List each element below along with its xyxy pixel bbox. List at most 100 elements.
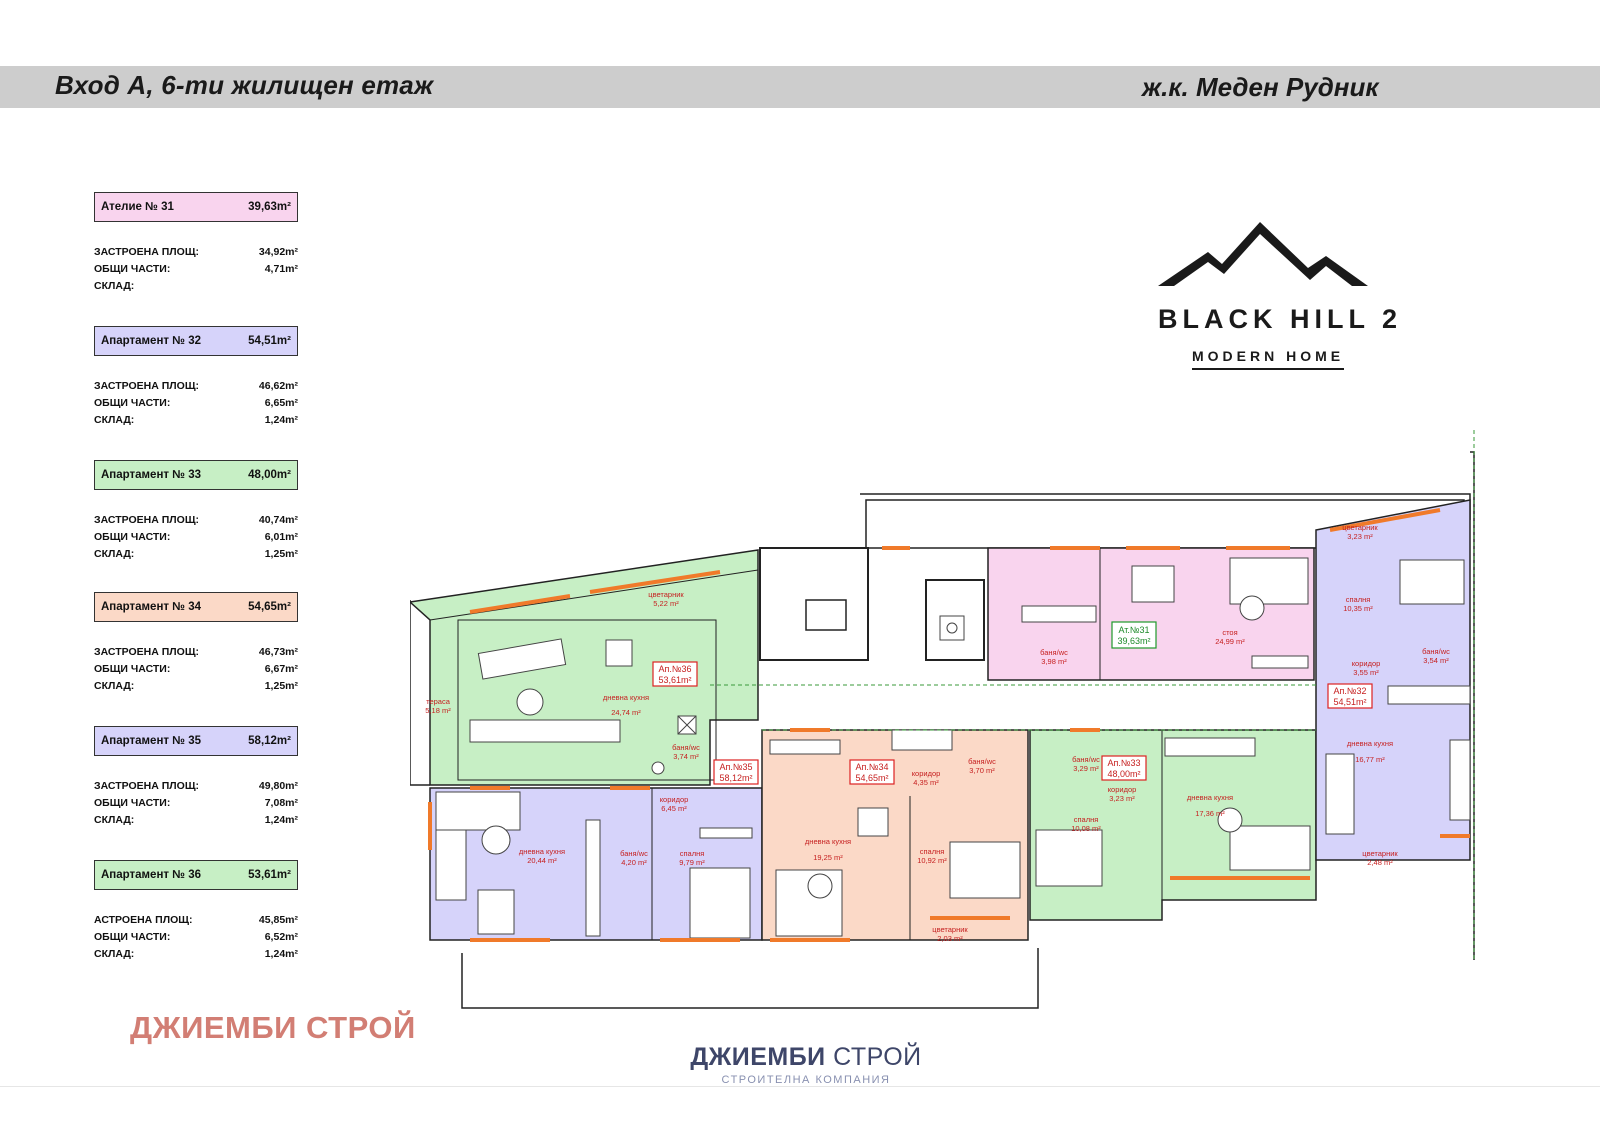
detail-label: СКЛАД: bbox=[94, 548, 135, 560]
svg-text:6,45 m²: 6,45 m² bbox=[661, 804, 687, 813]
label-at31: Ат.№31 39,63m² bbox=[1111, 621, 1157, 649]
svg-text:тераса: тераса bbox=[426, 697, 451, 706]
unit-detail-row: ОБЩИ ЧАСТИ:7,08m² bbox=[94, 795, 298, 812]
svg-text:3,23 m²: 3,23 m² bbox=[1347, 532, 1373, 541]
svg-text:48,00m²: 48,00m² bbox=[1107, 769, 1140, 779]
svg-text:5,18 m²: 5,18 m² bbox=[425, 706, 451, 715]
location-title: ж.к. Меден Рудник bbox=[1142, 72, 1379, 102]
detail-value: 45,85m² bbox=[258, 914, 298, 926]
svg-text:цветарник: цветарник bbox=[1362, 849, 1398, 858]
mountain-logo-icon bbox=[1158, 222, 1368, 286]
svg-text:спалня: спалня bbox=[1074, 815, 1099, 824]
detail-label: ЗАСТРОЕНА ПЛОЩ: bbox=[94, 380, 200, 392]
detail-label: ОБЩИ ЧАСТИ: bbox=[94, 531, 171, 543]
svg-text:спалня: спалня bbox=[1346, 595, 1371, 604]
svg-text:4,35 m²: 4,35 m² bbox=[913, 778, 939, 787]
floor-plan: Ап.№36 53,61m² Ап.№35 58,12m² Ап.№34 54,… bbox=[410, 430, 1475, 1009]
unit-name: Апартамент № 35 bbox=[101, 735, 202, 747]
detail-value: 46,73m² bbox=[258, 646, 298, 658]
svg-text:баня/wc: баня/wc bbox=[1040, 648, 1068, 657]
label-ap32: Ап.№32 54,51m² bbox=[1327, 683, 1373, 709]
plan-labels: Ап.№36 53,61m² Ап.№35 58,12m² Ап.№34 54,… bbox=[425, 523, 1450, 943]
unit-detail-row: ЗАСТРОЕНА ПЛОЩ:49,80m² bbox=[94, 778, 298, 795]
svg-text:стоя: стоя bbox=[1222, 628, 1237, 637]
company-tagline: СТРОИТЕЛНА КОМПАНИЯ bbox=[721, 1074, 891, 1086]
detail-value: 6,65m² bbox=[264, 397, 298, 409]
detail-value: 1,25m² bbox=[264, 548, 298, 560]
unit-detail-row: АСТРОЕНА ПЛОЩ: 45,85m² bbox=[94, 912, 298, 929]
svg-text:3,98 m²: 3,98 m² bbox=[1041, 657, 1067, 666]
unit-name: Ателие № 31 bbox=[101, 201, 174, 213]
detail-label: ОБЩИ ЧАСТИ: bbox=[94, 931, 171, 943]
unit-detail-row: СКЛАД:1,25m² bbox=[94, 678, 298, 695]
svg-text:цветарник: цветарник bbox=[1342, 523, 1378, 532]
svg-text:цветарник: цветарник bbox=[648, 590, 684, 599]
detail-label: ЗАСТРОЕНА ПЛОЩ: bbox=[94, 246, 200, 258]
svg-text:2,03 m²: 2,03 m² bbox=[937, 934, 963, 943]
svg-text:баня/wc: баня/wc bbox=[620, 849, 648, 858]
detail-label: ОБЩИ ЧАСТИ: bbox=[94, 663, 171, 675]
svg-text:коридор: коридор bbox=[912, 769, 941, 778]
svg-text:спалня: спалня bbox=[680, 849, 705, 858]
detail-value: 1,25m² bbox=[264, 680, 298, 692]
svg-text:3,70 m²: 3,70 m² bbox=[969, 766, 995, 775]
unit-detail-row: ОБЩИ ЧАСТИ: 6,01m² bbox=[94, 529, 298, 546]
unit-detail-row: СКЛАД:1,24m² bbox=[94, 812, 298, 829]
unit-name: Апартамент № 34 bbox=[101, 601, 202, 613]
svg-text:5,22 m²: 5,22 m² bbox=[653, 599, 679, 608]
unit-name: Апартамент № 32 bbox=[101, 335, 202, 347]
svg-text:коридор: коридор bbox=[660, 795, 689, 804]
label-ap34: Ап.№34 54,65m² bbox=[849, 759, 895, 785]
detail-value: 6,52m² bbox=[264, 931, 298, 943]
detail-label: ОБЩИ ЧАСТИ: bbox=[94, 263, 171, 275]
svg-text:спалня: спалня bbox=[920, 847, 945, 856]
unit-detail-row: ЗАСТРОЕНА ПЛОЩ: 46,62m² bbox=[94, 378, 298, 395]
unit-detail-row: ОБЩИ ЧАСТИ: 6,52m² bbox=[94, 929, 298, 946]
svg-text:дневна кухня: дневна кухня bbox=[519, 847, 565, 856]
unit-detail-row: ЗАСТРОЕНА ПЛОЩ: 46,73m² bbox=[94, 644, 298, 661]
svg-text:дневна кухня: дневна кухня bbox=[1187, 793, 1233, 802]
svg-text:3,23 m²: 3,23 m² bbox=[1109, 794, 1135, 803]
svg-text:3,54 m²: 3,54 m² bbox=[1423, 656, 1449, 665]
svg-text:Ап.№33: Ап.№33 bbox=[1107, 758, 1140, 768]
company-logo: ДЖИЕМБИ СТРОЙ СТРОИТЕЛНА КОМПАНИЯ bbox=[676, 1043, 936, 1086]
svg-text:баня/wc: баня/wc bbox=[672, 743, 700, 752]
brand-subtitle: MODERN HOME bbox=[1192, 348, 1345, 370]
svg-text:9,79 m²: 9,79 m² bbox=[679, 858, 705, 867]
svg-text:баня/wc: баня/wc bbox=[1072, 755, 1100, 764]
detail-value: 4,71m² bbox=[264, 263, 298, 275]
page-title: Вход А, 6-ти жилищен етаж bbox=[55, 70, 434, 100]
svg-text:20,44 m²: 20,44 m² bbox=[527, 856, 557, 865]
detail-value: 6,01m² bbox=[264, 531, 298, 543]
detail-value: 40,74m² bbox=[258, 514, 298, 526]
detail-value: 46,62m² bbox=[258, 380, 298, 392]
detail-value: 6,67m² bbox=[264, 663, 298, 675]
detail-value: 1,24m² bbox=[264, 948, 298, 960]
company-logo-main: ДЖИЕМБИ bbox=[690, 1043, 826, 1071]
brand-name: BLACK HILL 2 bbox=[1158, 304, 1403, 334]
detail-label: ОБЩИ ЧАСТИ: bbox=[94, 797, 171, 809]
unit-detail-row: СКЛАД:1,24m² bbox=[94, 412, 298, 429]
svg-text:Ап.№36: Ап.№36 bbox=[658, 664, 691, 674]
unit-detail-row: ЗАСТРОЕНА ПЛОЩ: 40,74m² bbox=[94, 512, 298, 529]
detail-label: ЗАСТРОЕНА ПЛОЩ: bbox=[94, 646, 200, 658]
label-ap35: Ап.№35 58,12m² bbox=[713, 759, 759, 785]
svg-text:дневна кухня: дневна кухня bbox=[603, 693, 649, 702]
detail-label: АСТРОЕНА ПЛОЩ: bbox=[94, 914, 193, 926]
label-ap36: Ап.№36 53,61m² bbox=[652, 661, 698, 687]
svg-text:коридор: коридор bbox=[1108, 785, 1137, 794]
detail-label: ЗАСТРОЕНА ПЛОЩ: bbox=[94, 514, 200, 526]
svg-text:4,20 m²: 4,20 m² bbox=[621, 858, 647, 867]
svg-text:19,25 m²: 19,25 m² bbox=[813, 853, 843, 862]
brand-logo: BLACK HILL 2 MODERN HOME bbox=[1130, 222, 1430, 372]
svg-text:10,08 m²: 10,08 m² bbox=[1071, 824, 1101, 833]
unit-area: 58,12m² bbox=[248, 735, 291, 747]
detail-label: СКЛАД: bbox=[94, 814, 135, 826]
detail-value: 1,24m² bbox=[264, 414, 298, 426]
